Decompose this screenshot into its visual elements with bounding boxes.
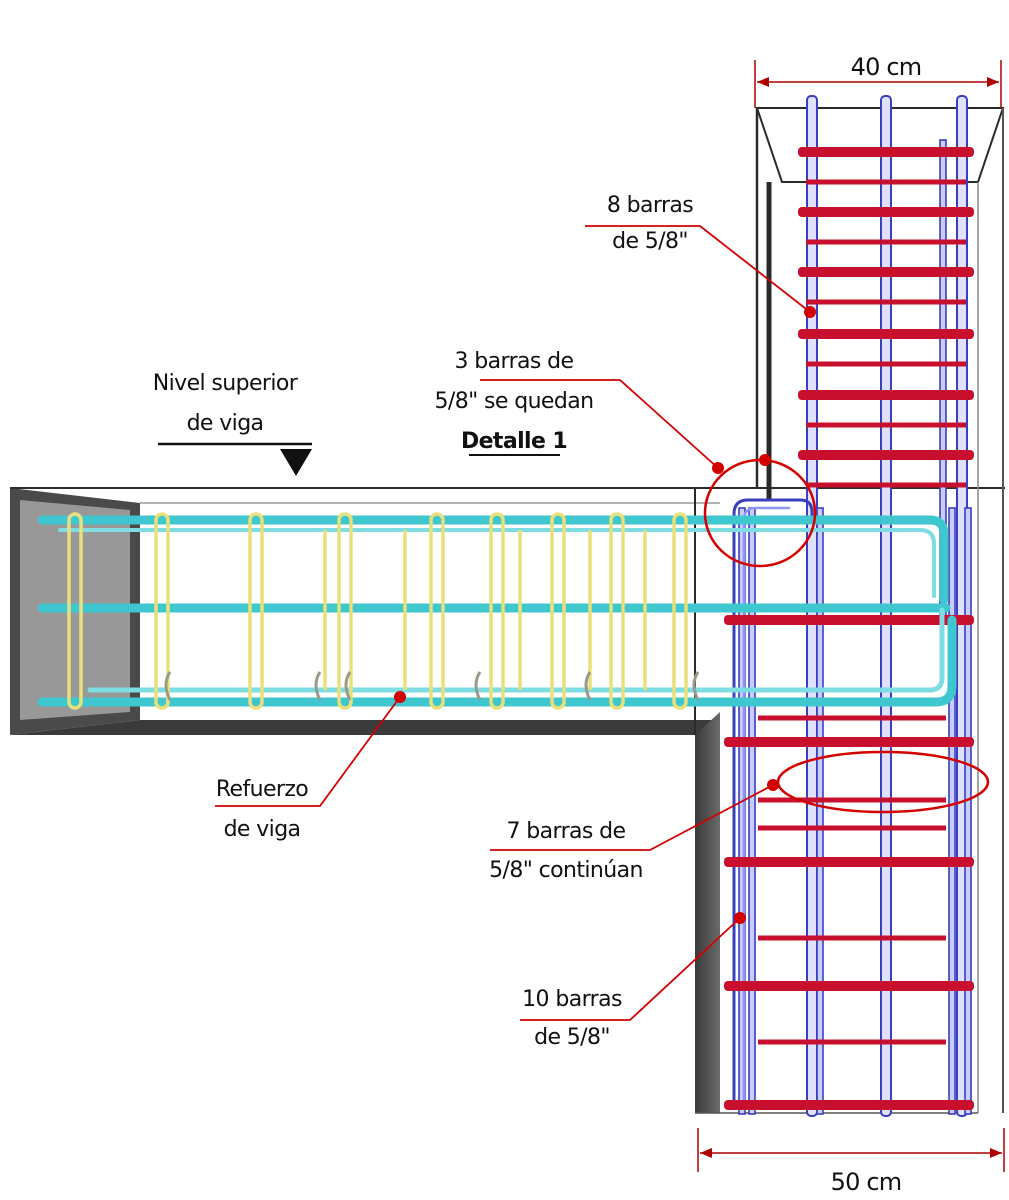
label-beam-reinforcement-line1: Refuerzo bbox=[216, 777, 308, 802]
column-lower-bar-2 bbox=[748, 507, 756, 1115]
beam-stirrup-1 bbox=[67, 512, 83, 710]
dot-bars-continue bbox=[767, 779, 779, 791]
beam-bottom-bar bbox=[37, 615, 957, 707]
label-bars-stay-line2: 5/8" se quedan bbox=[435, 389, 594, 414]
beam-stirrup-3 bbox=[248, 512, 264, 710]
label-column-top-bars-line2: de 5/8" bbox=[612, 229, 688, 254]
label-column-bottom-bars-line2: de 5/8" bbox=[534, 1025, 610, 1050]
beam-stirrup-hook-6 bbox=[692, 671, 700, 701]
leader-column-bottom-bars bbox=[520, 917, 741, 1021]
column-hook-bar-1 bbox=[732, 498, 814, 1110]
beam-top-bar bbox=[37, 515, 949, 605]
label-column-bottom-bars-line1: 10 barras bbox=[522, 987, 622, 1012]
column-lower-bar-4 bbox=[948, 507, 956, 1115]
beam-stirrup-hook-2 bbox=[314, 671, 322, 701]
beam-stirrup-4 bbox=[337, 512, 353, 710]
column-stirrup-lower-4 bbox=[724, 981, 974, 991]
label-column-top-bars: 8 barras de 5/8" bbox=[607, 193, 694, 254]
beam-longitudinal-bars bbox=[37, 515, 957, 707]
column-lower-bar-3 bbox=[816, 507, 824, 1115]
leader-bars-stay bbox=[480, 379, 719, 469]
leader-bars-continue bbox=[490, 784, 774, 851]
label-bars-stay-line1: 3 barras de bbox=[455, 349, 574, 374]
label-bars-stay: 3 barras de 5/8" se quedan Detalle 1 bbox=[435, 349, 594, 456]
label-bars-continue: 7 barras de 5/8" continúan bbox=[489, 819, 643, 883]
dimension-top-label: 40 cm bbox=[851, 53, 922, 81]
beam-stirrup-hook-3 bbox=[344, 671, 352, 701]
label-bars-continue-line1: 7 barras de bbox=[507, 819, 626, 844]
beam-stirrup-5 bbox=[429, 512, 445, 710]
column-stirrup-lower-1 bbox=[724, 615, 974, 625]
label-beam-top-level-line2: de viga bbox=[187, 411, 264, 436]
beam-bottom-edge bbox=[10, 720, 720, 735]
column-stirrup-upper-4 bbox=[798, 329, 974, 339]
label-beam-reinforcement: Refuerzo de viga bbox=[216, 777, 309, 842]
callouts bbox=[215, 225, 990, 1021]
column-stirrup-lower-3 bbox=[724, 857, 974, 867]
beam-stirrup-hook-5 bbox=[584, 671, 592, 701]
detail-1-circle bbox=[703, 458, 817, 568]
dot-column-bottom-bars bbox=[734, 912, 746, 924]
beam-stirrup-8 bbox=[609, 512, 625, 710]
beam-stirrup-7 bbox=[550, 512, 566, 710]
beam-stirrup-2 bbox=[154, 512, 170, 710]
column-stirrups bbox=[724, 147, 974, 1110]
beam-stirrup-hook-4 bbox=[474, 671, 482, 701]
column-stirrup-lower-5 bbox=[724, 1100, 974, 1110]
dimension-top: 40 cm bbox=[754, 53, 1002, 108]
dimension-bottom: 50 cm bbox=[697, 1128, 1005, 1196]
column-stirrup-upper-5 bbox=[798, 390, 974, 400]
column-stirrup-upper-3 bbox=[798, 267, 974, 277]
concrete-formwork bbox=[10, 107, 1005, 1114]
beam-top-inner-bar bbox=[58, 528, 936, 598]
column-lower-bar-5 bbox=[964, 507, 972, 1115]
beam-bottom-inner-bar bbox=[87, 607, 945, 693]
column-left-wall-lower bbox=[695, 712, 720, 1113]
leader-column-top-bars bbox=[585, 225, 811, 313]
label-beam-top-level: Nivel superior de viga bbox=[153, 371, 300, 436]
label-bars-continue-line2: 5/8" continúan bbox=[489, 858, 643, 883]
label-detail-1: Detalle 1 bbox=[461, 429, 567, 454]
dot-beam-reinforcement bbox=[394, 691, 406, 703]
beam-stirrup-9 bbox=[672, 512, 688, 710]
beam-stirrup-hook-1 bbox=[164, 671, 172, 701]
callout-dots bbox=[394, 306, 816, 924]
dimension-bottom-label: 50 cm bbox=[831, 1168, 902, 1196]
column-stirrup-upper-2 bbox=[798, 207, 974, 217]
dot-detail-circle bbox=[759, 454, 771, 466]
column-stirrup-upper-6 bbox=[798, 450, 974, 460]
beam-stirrup-6 bbox=[489, 512, 505, 710]
label-beam-reinforcement-line2: de viga bbox=[224, 817, 301, 842]
column-stirrup-lower-2 bbox=[724, 737, 974, 747]
level-triangle-icon bbox=[280, 449, 312, 476]
label-column-top-bars-line1: 8 barras bbox=[607, 193, 693, 218]
dot-column-top-bars bbox=[804, 306, 816, 318]
label-beam-top-level-line1: Nivel superior bbox=[153, 371, 299, 396]
beam-stirrups bbox=[67, 512, 700, 710]
leader-beam-reinforcement bbox=[215, 696, 401, 807]
beam-top-level-marker bbox=[158, 442, 312, 476]
label-column-bottom-bars: 10 barras de 5/8" bbox=[522, 987, 622, 1050]
column-stirrup-upper-1 bbox=[798, 147, 974, 157]
dot-bars-stay bbox=[712, 462, 724, 474]
